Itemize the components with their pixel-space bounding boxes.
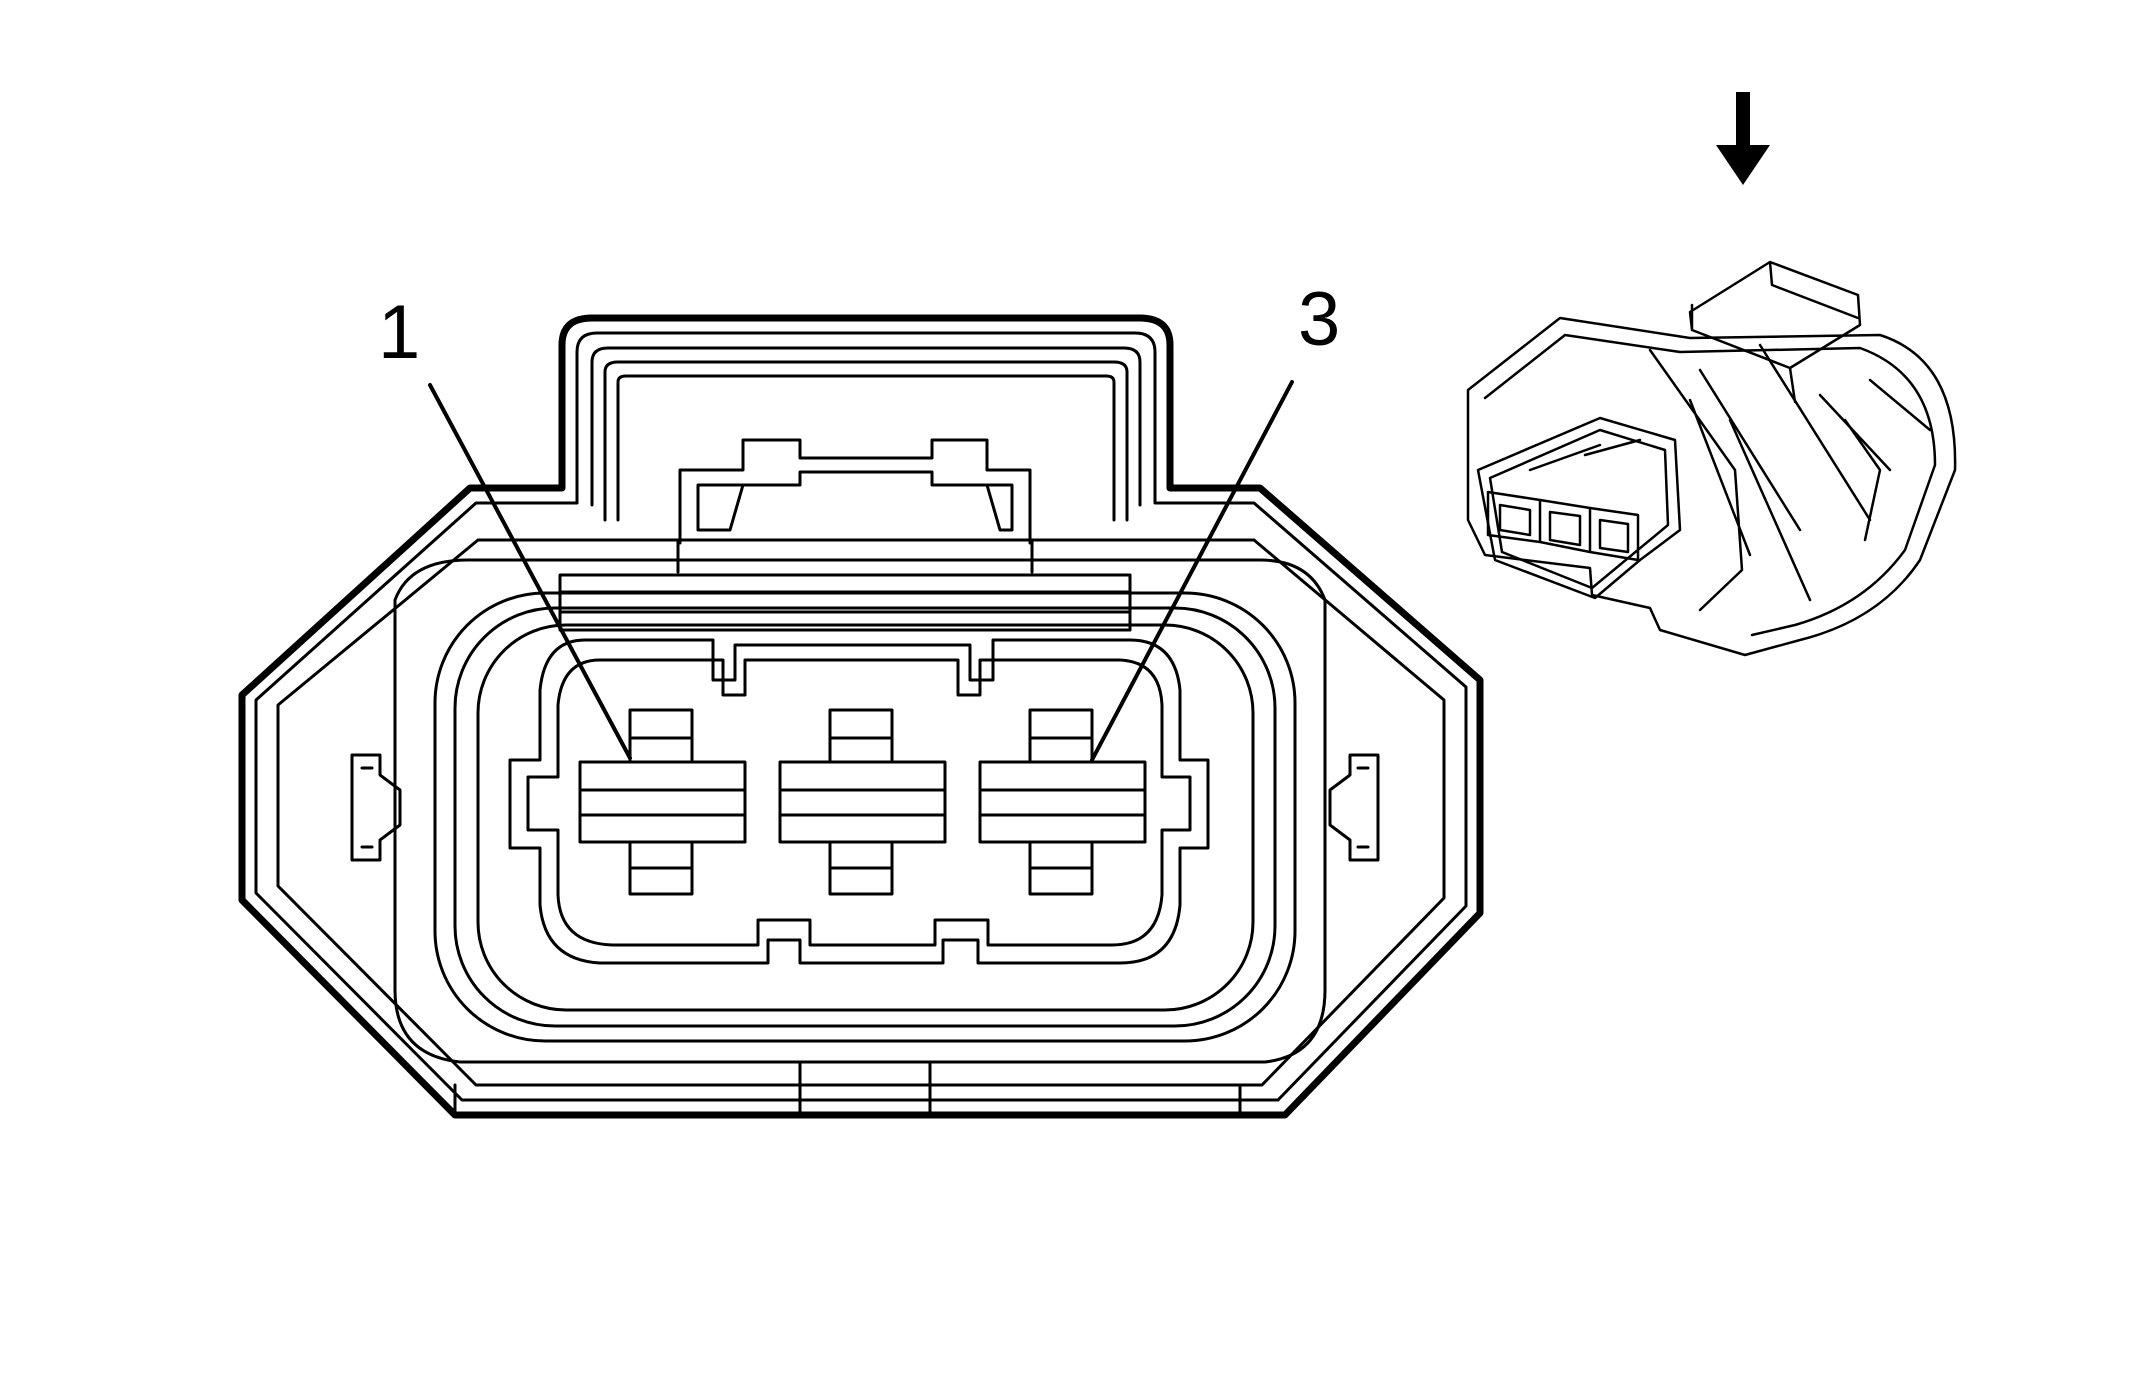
housing-outer-outline [238,314,1484,1119]
connector-face-view [238,314,1484,1119]
connector-isometric-view [1466,260,1957,657]
seal-ridge-2 [453,606,1277,1028]
terminal-insert-outline [508,638,1210,965]
terminal-insert-inner [526,658,1192,947]
latch-hood-line-1 [590,346,1142,507]
iso-plug-face [1476,416,1682,600]
seal-ridge-1 [433,591,1297,1043]
latch-body-inner [696,470,1014,532]
down-arrow-icon [1716,92,1770,185]
side-band-left-2 [393,558,1327,1064]
iso-body-inner [1483,333,1937,637]
iso-body-outline [1466,316,1957,657]
latch-rail [476,538,1256,632]
iso-side-ribs [1648,348,1932,612]
terminal-3 [978,708,1147,896]
callout-1-leader [428,383,632,760]
callout-1: 1 [378,290,632,760]
terminal-2 [778,708,947,896]
housing-outer-inner-line [254,331,1468,1102]
callout-1-label: 1 [378,290,420,375]
iso-plug-windows [1486,438,1642,562]
bottom-segment-lines [453,1060,1242,1117]
side-clip-left [350,753,402,862]
latch-hood-line-3 [616,374,1116,522]
terminal-1 [578,708,747,896]
iso-latch [1688,260,1862,404]
seal-ridge-3 [476,623,1255,1012]
callout-3: 3 [1090,277,1340,762]
latch-body [678,438,1032,545]
callout-3-label: 3 [1298,277,1340,362]
latch-hood-line-2 [603,360,1129,522]
side-band-left-1 [276,538,1446,1087]
side-clip-right [1328,753,1380,862]
callout-3-leader [1090,380,1294,762]
